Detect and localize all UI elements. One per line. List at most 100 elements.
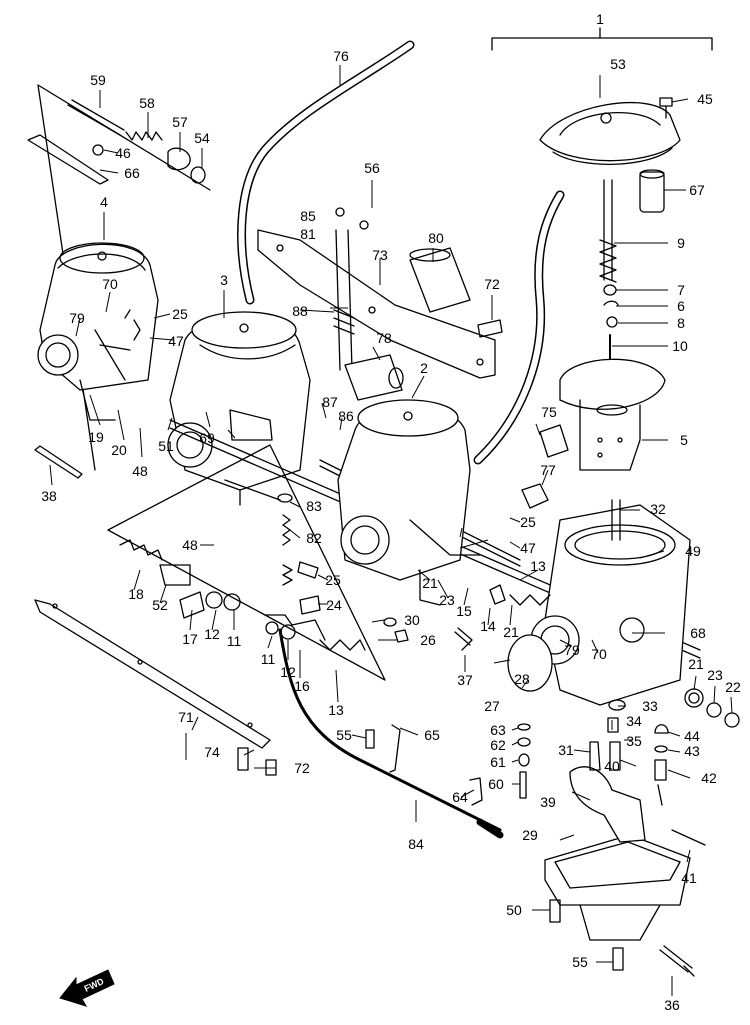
callout-12b: 12 xyxy=(280,664,296,680)
callout-79b: 79 xyxy=(564,642,580,658)
diaphragm xyxy=(559,358,666,410)
callout-26: 26 xyxy=(420,632,436,648)
callout-24: 24 xyxy=(326,597,342,613)
callout-41: 41 xyxy=(681,870,697,886)
forward-direction-arrow-icon: FWD xyxy=(59,969,115,1007)
diaphragm-cover xyxy=(539,102,681,162)
callout-78: 78 xyxy=(376,330,392,346)
tube-80 xyxy=(409,247,471,313)
callout-33: 33 xyxy=(642,698,658,714)
callout-22: 22 xyxy=(725,679,741,695)
callout-25c: 25 xyxy=(325,572,341,588)
callout-6: 6 xyxy=(677,298,685,314)
callout-84: 84 xyxy=(408,836,424,852)
callout-39: 39 xyxy=(540,794,556,810)
callout-81: 81 xyxy=(300,226,316,242)
callout-50: 50 xyxy=(506,902,522,918)
callout-53: 53 xyxy=(610,56,626,72)
callout-37: 37 xyxy=(457,672,473,688)
callout-35: 35 xyxy=(626,733,642,749)
callout-31: 31 xyxy=(558,742,574,758)
callout-9: 9 xyxy=(677,235,685,251)
callout-21: 21 xyxy=(422,575,438,591)
callout-88: 88 xyxy=(292,303,308,319)
callout-20: 20 xyxy=(111,442,127,458)
callout-71: 71 xyxy=(178,709,194,725)
callout-11b: 11 xyxy=(260,651,276,667)
callout-79: 79 xyxy=(69,310,85,326)
callout-30: 30 xyxy=(404,612,420,628)
callout-13: 13 xyxy=(530,558,546,574)
callout-17: 17 xyxy=(182,631,198,647)
callout-83: 83 xyxy=(306,498,322,514)
callout-72b: 72 xyxy=(294,760,310,776)
callout-51: 51 xyxy=(158,438,174,454)
callout-87: 87 xyxy=(322,394,338,410)
callout-14: 14 xyxy=(480,618,496,634)
callout-75: 75 xyxy=(541,404,557,420)
callout-36: 36 xyxy=(664,997,680,1013)
callout-56: 56 xyxy=(364,160,380,176)
callout-55: 55 xyxy=(336,727,352,743)
callout-55b: 55 xyxy=(572,954,588,970)
callout-32: 32 xyxy=(650,501,666,517)
callout-85: 85 xyxy=(300,208,316,224)
callout-28: 28 xyxy=(514,671,530,687)
callout-48: 48 xyxy=(132,463,148,479)
callout-43: 43 xyxy=(684,743,700,759)
callout-5: 5 xyxy=(680,432,688,448)
callout-34: 34 xyxy=(626,713,642,729)
callout-11: 11 xyxy=(226,633,242,649)
callout-76: 76 xyxy=(333,48,349,64)
callout-62: 62 xyxy=(490,737,506,753)
callout-72: 72 xyxy=(484,276,500,292)
callout-64: 64 xyxy=(452,789,468,805)
callout-74: 74 xyxy=(204,744,220,760)
callout-46: 46 xyxy=(115,145,131,161)
callout-1: 1 xyxy=(596,11,604,27)
callout-15: 15 xyxy=(456,603,472,619)
callout-10: 10 xyxy=(672,338,688,354)
callout-23b: 23 xyxy=(707,667,723,683)
callout-2: 2 xyxy=(420,360,428,376)
callout-45: 45 xyxy=(697,91,713,107)
callout-67: 67 xyxy=(689,182,705,198)
callout-70: 70 xyxy=(102,276,118,292)
assembly-bracket xyxy=(491,27,713,51)
callout-65: 65 xyxy=(424,727,440,743)
callout-86: 86 xyxy=(338,408,354,424)
callout-82: 82 xyxy=(306,530,322,546)
callout-80: 80 xyxy=(428,230,444,246)
callout-48b: 48 xyxy=(182,537,198,553)
callout-21b: 21 xyxy=(503,624,519,640)
callout-25: 25 xyxy=(172,306,188,322)
callout-66: 66 xyxy=(124,165,140,181)
callout-19: 19 xyxy=(88,429,104,445)
callout-77: 77 xyxy=(540,462,556,478)
callout-58: 58 xyxy=(139,95,155,111)
callout-73: 73 xyxy=(372,247,388,263)
sleeve xyxy=(639,171,665,213)
callout-44: 44 xyxy=(684,728,700,744)
callout-47b: 47 xyxy=(520,540,536,556)
callout-8: 8 xyxy=(677,315,685,331)
callout-42: 42 xyxy=(701,770,717,786)
callout-47: 47 xyxy=(168,333,184,349)
callout-49: 49 xyxy=(685,543,701,559)
callout-54: 54 xyxy=(194,130,210,146)
callout-7: 7 xyxy=(677,282,685,298)
callout-61: 61 xyxy=(490,754,506,770)
callout-13b: 13 xyxy=(328,702,344,718)
callout-57: 57 xyxy=(172,114,188,130)
callout-60: 60 xyxy=(488,776,504,792)
callout-40: 40 xyxy=(604,758,620,774)
callout-25b: 25 xyxy=(520,514,536,530)
callout-63: 63 xyxy=(490,722,506,738)
callout-52: 52 xyxy=(152,597,168,613)
callout-68: 68 xyxy=(690,625,706,641)
callout-12: 12 xyxy=(204,626,220,642)
callout-27: 27 xyxy=(484,698,500,714)
callout-3: 3 xyxy=(220,272,228,288)
